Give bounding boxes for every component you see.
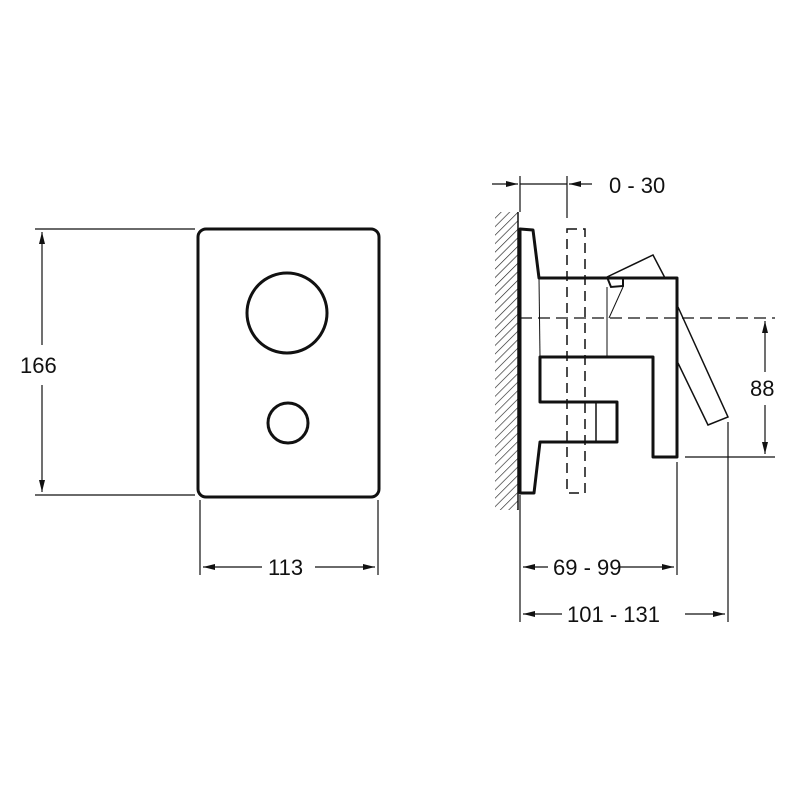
lever-arm [677,306,730,426]
lever-handle [606,254,666,279]
diverter-knob [266,401,310,445]
offset-dimension [492,176,592,218]
outlet-height-label: 88 [750,376,774,401]
width-label: 113 [268,555,303,580]
cover-plate [196,227,381,499]
front-view [35,227,381,575]
spout-nut [595,401,618,443]
thermostat-knob [245,271,329,355]
ghost-plate-dashed [566,228,586,494]
spout-depth-label: 69 - 99 [553,555,622,580]
width-dimension [199,500,379,575]
depth-dimensions [519,422,729,622]
offset-label: 0 - 30 [609,173,665,198]
outlet-height-dimension [685,321,775,458]
side-body-outline [518,227,679,495]
side-view [492,176,775,622]
height-label: 166 [20,353,57,378]
wall-hatch [495,212,518,510]
lever-depth-label: 101 - 131 [567,602,660,627]
height-dimension [35,228,195,496]
